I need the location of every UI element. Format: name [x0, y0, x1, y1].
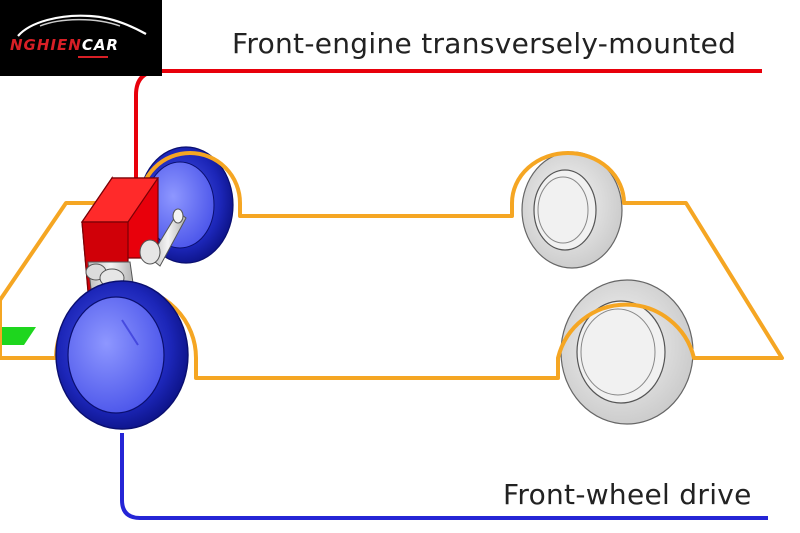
front-marker	[0, 327, 36, 345]
engine-callout-line	[134, 69, 762, 185]
car-silhouette-icon	[17, 14, 147, 37]
engine-layout-label: Front-engine transversely-mounted	[232, 27, 737, 60]
brand-name-part2: CAR	[81, 36, 119, 54]
brand-name: NGHIENCAR	[10, 36, 119, 54]
drive-type-label: Front-wheel drive	[503, 478, 752, 511]
brand-logo: NGHIENCAR	[0, 0, 162, 76]
rear-left-wheel	[521, 151, 623, 269]
brand-underline	[78, 56, 108, 58]
rear-right-wheel	[560, 279, 694, 425]
brand-name-part1: NGHIEN	[10, 36, 82, 54]
drive-callout-line	[120, 433, 768, 520]
front-right-drive-wheel	[55, 280, 189, 430]
